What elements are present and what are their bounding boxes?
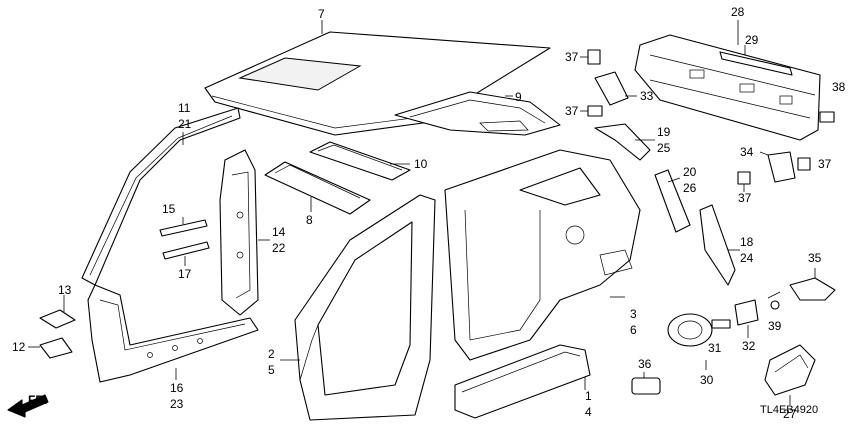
roof-side-rail-inner xyxy=(81,107,241,286)
callout-11: 11 xyxy=(178,101,191,115)
callout-34: 34 xyxy=(740,145,754,159)
callout-28: 28 xyxy=(731,5,745,19)
bolt-37-left xyxy=(580,105,603,117)
front-pillar-inner-and-sill xyxy=(87,284,259,383)
callout-26: 26 xyxy=(683,181,697,195)
callout-37-bottom: 37 xyxy=(738,191,752,205)
callout-12: 12 xyxy=(12,340,26,354)
callout-1: 1 xyxy=(585,389,592,403)
callout-8: 8 xyxy=(306,213,313,227)
fuel-lid-spring xyxy=(711,319,731,329)
bracket-lower xyxy=(162,241,210,266)
bracket-34 xyxy=(759,151,796,183)
callout-29: 29 xyxy=(745,33,759,47)
callout-35: 35 xyxy=(808,251,822,265)
callout-18: 18 xyxy=(740,235,754,249)
bracket-upper xyxy=(159,217,208,237)
diagram-code: TL4EB4920 xyxy=(760,404,818,416)
roof-crossmember-front xyxy=(264,161,371,215)
callout-22: 22 xyxy=(272,241,286,255)
callout-24: 24 xyxy=(740,251,754,265)
callout-21: 21 xyxy=(178,117,192,131)
callout-25: 25 xyxy=(657,141,671,155)
callout-37-left: 37 xyxy=(565,104,579,118)
callout-39: 39 xyxy=(768,319,782,333)
rear-pillar-stiffener-upper xyxy=(594,123,655,161)
bracket-13 xyxy=(39,295,76,329)
callout-7: 7 xyxy=(318,7,325,21)
roof-crossmember-middle xyxy=(309,141,411,181)
callout-30: 30 xyxy=(700,373,714,387)
screw-39 xyxy=(770,300,780,310)
callout-37-top: 37 xyxy=(565,50,579,64)
front-direction-label: FR. xyxy=(28,393,47,407)
rear-bracket-20 xyxy=(654,169,691,233)
rear-panel xyxy=(634,20,821,141)
side-sill-outer xyxy=(454,344,591,419)
bolt-37-bottom xyxy=(737,171,751,192)
fuel-lid xyxy=(764,344,816,405)
callout-17: 17 xyxy=(178,267,192,281)
callout-19: 19 xyxy=(657,125,671,139)
clip-36 xyxy=(631,372,661,395)
roof-panel xyxy=(204,20,551,136)
bolt-37-right xyxy=(797,157,811,171)
callout-9: 9 xyxy=(515,90,522,104)
callout-4: 4 xyxy=(585,405,592,419)
front-direction-arrow xyxy=(7,394,49,418)
callout-31: 31 xyxy=(708,341,722,355)
center-pillar-inner xyxy=(219,149,270,316)
callout-33: 33 xyxy=(640,89,654,103)
bracket-12 xyxy=(28,337,73,359)
callout-13: 13 xyxy=(58,283,72,297)
bolt-38 xyxy=(819,111,835,123)
callout-6: 6 xyxy=(630,323,637,337)
fuel-lid-base xyxy=(667,313,713,370)
callout-32: 32 xyxy=(742,339,756,353)
callout-15: 15 xyxy=(162,202,176,216)
callout-36: 36 xyxy=(638,357,652,371)
bolt-37-top xyxy=(580,49,601,65)
callout-37-right: 37 xyxy=(818,157,832,171)
callout-5: 5 xyxy=(268,363,275,377)
callout-38: 38 xyxy=(832,80,846,94)
callout-3: 3 xyxy=(630,307,637,321)
callout-10: 10 xyxy=(414,157,428,171)
callout-2: 2 xyxy=(268,347,275,361)
roof-crossmember-rear xyxy=(394,91,561,136)
callout-16: 16 xyxy=(170,381,184,395)
callout-20: 20 xyxy=(683,165,697,179)
outer-side-panel-rear xyxy=(444,149,641,361)
bracket-33 xyxy=(594,71,637,106)
rear-wheel-arch-extension xyxy=(699,204,740,286)
outer-side-panel-front xyxy=(280,194,436,421)
rear-panel-upper-strip xyxy=(719,45,793,76)
fuel-lid-actuator xyxy=(734,299,759,338)
callout-14: 14 xyxy=(272,225,286,239)
callout-27: 27 xyxy=(783,407,797,421)
callout-23: 23 xyxy=(170,397,184,411)
fuel-lid-opener xyxy=(767,268,836,301)
